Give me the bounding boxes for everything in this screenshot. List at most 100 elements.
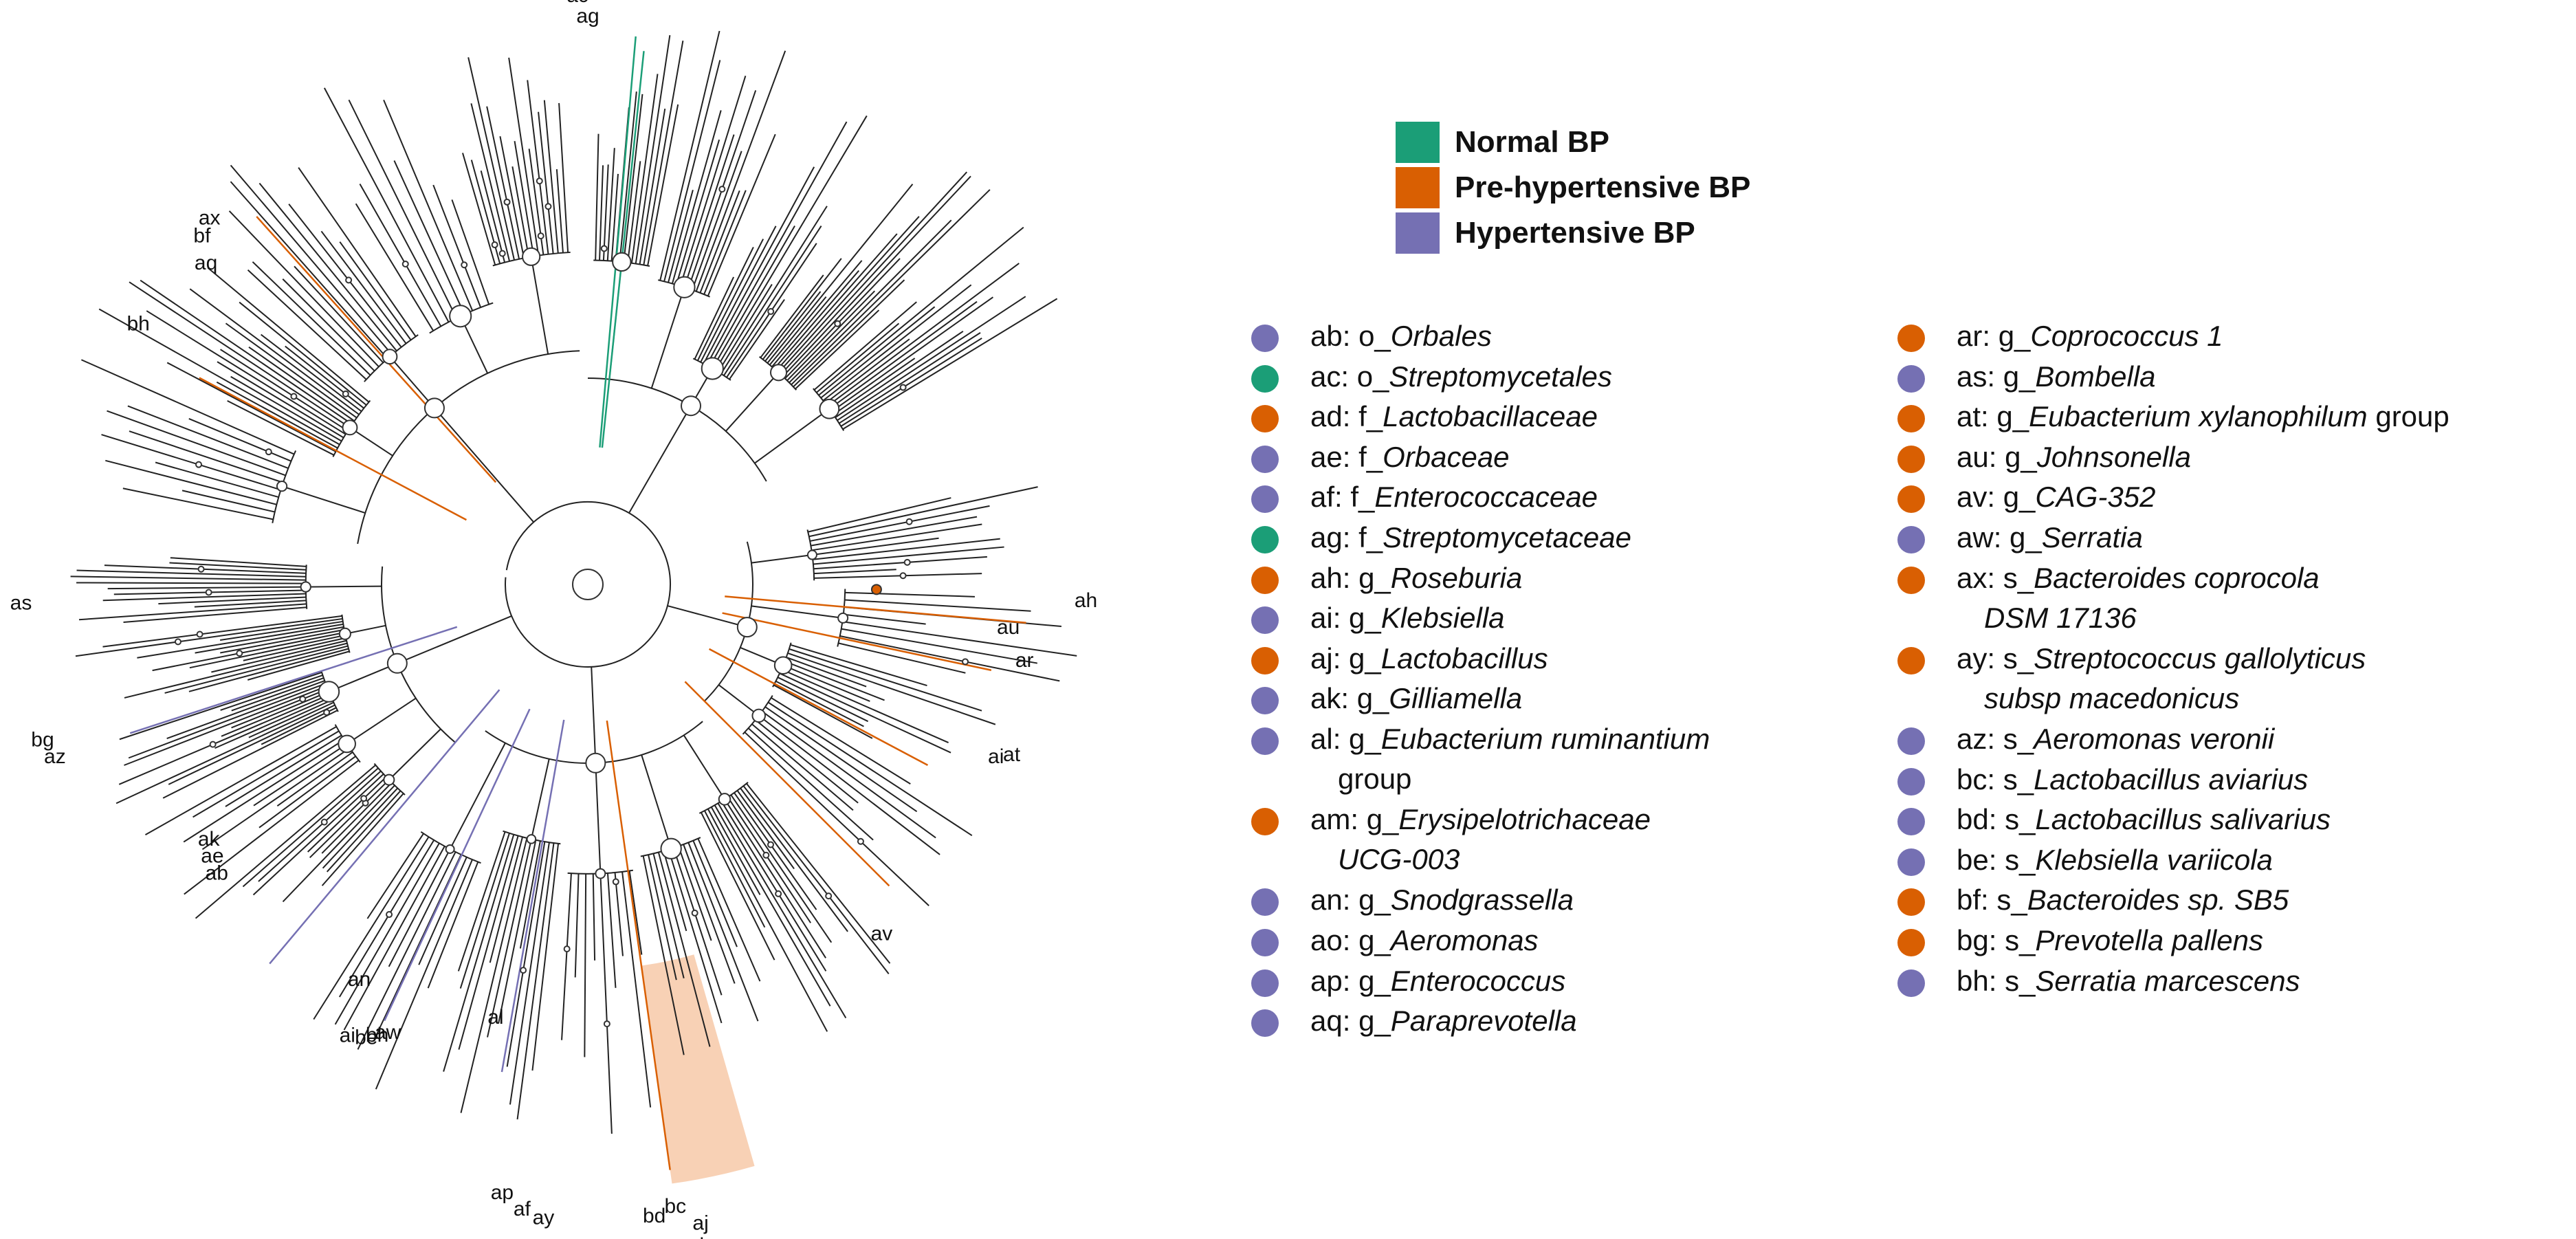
key-group-dot <box>1251 445 1279 473</box>
branch <box>384 708 531 1021</box>
branch <box>720 206 828 375</box>
branch <box>595 763 602 874</box>
branch <box>555 169 564 253</box>
branch <box>355 203 434 331</box>
branch <box>668 849 723 1024</box>
key-label: ak: g_Gilliamella <box>1310 679 1522 719</box>
branch <box>601 51 645 448</box>
branch <box>344 624 386 635</box>
tree-label: al <box>487 1006 503 1029</box>
key-name: Streptococcus gallolyticus <box>2034 642 2366 675</box>
branch <box>751 554 813 564</box>
key-code: bc: <box>1957 763 1996 796</box>
branch <box>531 843 560 1071</box>
branch <box>667 605 748 628</box>
branch <box>782 664 870 702</box>
branch <box>710 807 761 895</box>
branch <box>188 648 349 692</box>
branch <box>183 738 345 843</box>
branch <box>258 770 382 882</box>
branch <box>672 847 723 996</box>
key-code: ax: <box>1957 561 1996 594</box>
key-prefix: g_ <box>1349 723 1381 755</box>
branch <box>462 153 496 265</box>
branch <box>782 175 971 377</box>
branch <box>663 60 721 282</box>
branch <box>700 239 764 363</box>
key-group-dot <box>1897 969 1925 997</box>
tree-node <box>520 967 527 974</box>
tree-node <box>660 837 682 859</box>
branch <box>591 666 597 763</box>
key-label: aj: g_Lactobacillus <box>1310 639 1548 679</box>
key-name: Gilliamella <box>1389 682 1523 715</box>
tree-node <box>899 572 907 580</box>
tree-node <box>905 518 913 525</box>
key-name: Serratia marcescens <box>2035 964 2300 997</box>
key-group-dot <box>1897 566 1925 594</box>
branch <box>499 135 525 259</box>
branch <box>231 688 329 729</box>
branch <box>288 204 402 348</box>
tree-node <box>290 393 298 400</box>
key-name2: DSM 17136 <box>1984 601 2137 634</box>
tree-node <box>701 357 724 380</box>
key-prefix: s_ <box>2003 723 2034 755</box>
branch <box>839 635 1060 682</box>
branch <box>500 719 565 1073</box>
branch <box>508 57 540 256</box>
branch <box>647 104 679 266</box>
legend-label: Normal BP <box>1455 125 1609 159</box>
branch <box>675 139 720 285</box>
legend-item: Normal BP <box>1396 122 1609 163</box>
key-label: aq: g_Paraprevotella <box>1310 1001 1577 1041</box>
key-code: be: <box>1957 843 1997 876</box>
tree-node <box>536 177 543 185</box>
tree-node <box>522 247 541 266</box>
branch <box>230 164 393 355</box>
key-name: Bombella <box>2035 360 2156 393</box>
key-prefix: g_ <box>1366 803 1399 836</box>
branch <box>723 226 822 376</box>
branch <box>751 605 844 619</box>
tree-node <box>382 349 398 365</box>
tree-node <box>825 892 833 900</box>
branch <box>627 161 641 263</box>
branch <box>129 626 458 734</box>
tree-node <box>503 198 511 206</box>
tree-label: at <box>1003 743 1021 766</box>
key-name: Johnsonella <box>2036 440 2191 473</box>
branch <box>269 689 500 965</box>
branch <box>602 164 609 261</box>
branch <box>811 523 982 551</box>
key-code: al: <box>1310 723 1341 755</box>
branch <box>451 199 490 305</box>
tree-node <box>857 837 864 845</box>
key-code: ab: <box>1310 320 1351 352</box>
branch <box>758 715 940 855</box>
key-name: Orbales <box>1390 320 1492 352</box>
branch <box>230 181 388 360</box>
tree-node <box>320 818 328 826</box>
key-label: an: g_Snodgrassella <box>1310 880 1574 920</box>
branch <box>506 842 546 1067</box>
branch <box>321 793 404 886</box>
branch <box>839 332 981 424</box>
tree-node <box>386 911 393 919</box>
tree-label: bg <box>31 728 54 751</box>
tree-node <box>342 419 358 436</box>
tree-node <box>445 844 455 854</box>
branch <box>718 684 760 716</box>
key-group-dot <box>1897 808 1925 836</box>
branch <box>813 538 1000 560</box>
key-name: Orbaceae <box>1383 440 1510 473</box>
branch <box>393 160 465 315</box>
branch <box>574 873 580 978</box>
branch <box>714 804 831 1007</box>
key-code: aj: <box>1310 642 1341 675</box>
key-prefix: s_ <box>2005 803 2036 836</box>
key-label: bf: s_Bacteroides sp. SB5 <box>1957 880 2289 920</box>
tree-node <box>767 308 775 316</box>
branch <box>694 276 735 360</box>
